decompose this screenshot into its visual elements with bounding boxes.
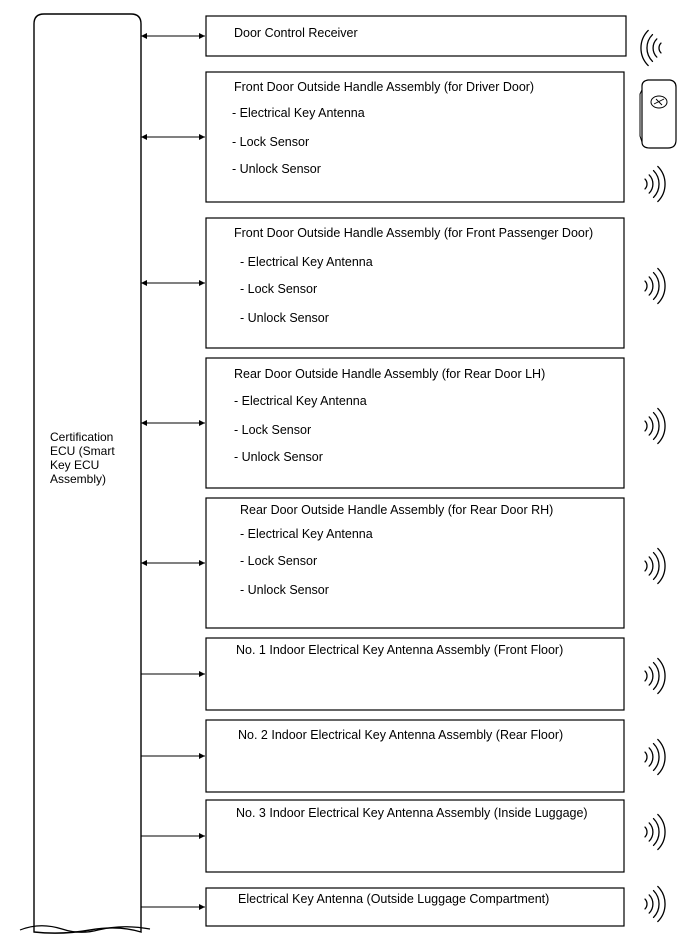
component-sub-item: - Unlock Sensor <box>240 311 329 325</box>
component-title: Front Door Outside Handle Assembly (for … <box>234 80 534 94</box>
component-title: No. 2 Indoor Electrical Key Antenna Asse… <box>238 728 563 742</box>
ecu-block: Certification ECU (Smart Key ECU Assembl… <box>19 13 151 934</box>
component-title: Rear Door Outside Handle Assembly (for R… <box>240 503 553 517</box>
signal-receive-icon <box>640 29 662 67</box>
component-block: No. 2 Indoor Electrical Key Antenna Asse… <box>141 719 666 793</box>
component-sub-item: - Lock Sensor <box>232 135 309 149</box>
key-fob-icon <box>639 79 677 149</box>
component-block: No. 1 Indoor Electrical Key Antenna Asse… <box>141 637 666 711</box>
component-sub-item: - Unlock Sensor <box>234 450 323 464</box>
signal-transmit-icon <box>644 813 666 851</box>
component-title: No. 1 Indoor Electrical Key Antenna Asse… <box>236 643 563 657</box>
component-sub-item: - Electrical Key Antenna <box>234 394 367 408</box>
component-sub-item: - Lock Sensor <box>240 282 317 296</box>
component-title: No. 3 Indoor Electrical Key Antenna Asse… <box>236 806 588 820</box>
component-block: No. 3 Indoor Electrical Key Antenna Asse… <box>141 799 666 873</box>
component-block: Electrical Key Antenna (Outside Luggage … <box>141 885 666 927</box>
component-title: Rear Door Outside Handle Assembly (for R… <box>234 367 545 381</box>
component-block: Rear Door Outside Handle Assembly (for R… <box>141 357 666 489</box>
ecu-label: Certification ECU (Smart Key ECU Assembl… <box>50 430 118 486</box>
signal-transmit-icon <box>644 407 666 445</box>
ecu-label-line: Key ECU <box>50 458 99 472</box>
component-box <box>205 497 625 629</box>
component-block: Front Door Outside Handle Assembly (for … <box>141 71 666 203</box>
component-sub-item: - Electrical Key Antenna <box>240 255 373 269</box>
ecu-label-line: Assembly) <box>50 472 106 486</box>
component-block: Rear Door Outside Handle Assembly (for R… <box>141 497 666 629</box>
component-title: Door Control Receiver <box>234 26 358 40</box>
signal-transmit-icon <box>644 165 666 203</box>
component-title: Front Door Outside Handle Assembly (for … <box>234 226 593 240</box>
ecu-label-line: ECU (Smart <box>50 444 115 458</box>
component-sub-item: - Unlock Sensor <box>232 162 321 176</box>
component-box <box>205 887 625 927</box>
component-box <box>205 637 625 711</box>
component-box <box>205 719 625 793</box>
signal-transmit-icon <box>644 657 666 695</box>
component-sub-item: - Electrical Key Antenna <box>240 527 373 541</box>
component-block: Front Door Outside Handle Assembly (for … <box>141 217 666 349</box>
component-box <box>205 15 627 57</box>
signal-transmit-icon <box>644 267 666 305</box>
signal-transmit-icon <box>644 885 666 923</box>
component-box <box>205 357 625 489</box>
component-box <box>205 799 625 873</box>
signal-transmit-icon <box>644 738 666 776</box>
component-block: Door Control Receiver <box>141 15 662 67</box>
component-sub-item: - Unlock Sensor <box>240 583 329 597</box>
component-title: Electrical Key Antenna (Outside Luggage … <box>238 892 549 906</box>
component-sub-item: - Lock Sensor <box>240 554 317 568</box>
component-box <box>205 217 625 349</box>
component-sub-item: - Lock Sensor <box>234 423 311 437</box>
component-box <box>205 71 625 203</box>
component-sub-item: - Electrical Key Antenna <box>232 106 365 120</box>
ecu-label-line: Certification <box>50 430 113 444</box>
signal-transmit-icon <box>644 547 666 585</box>
